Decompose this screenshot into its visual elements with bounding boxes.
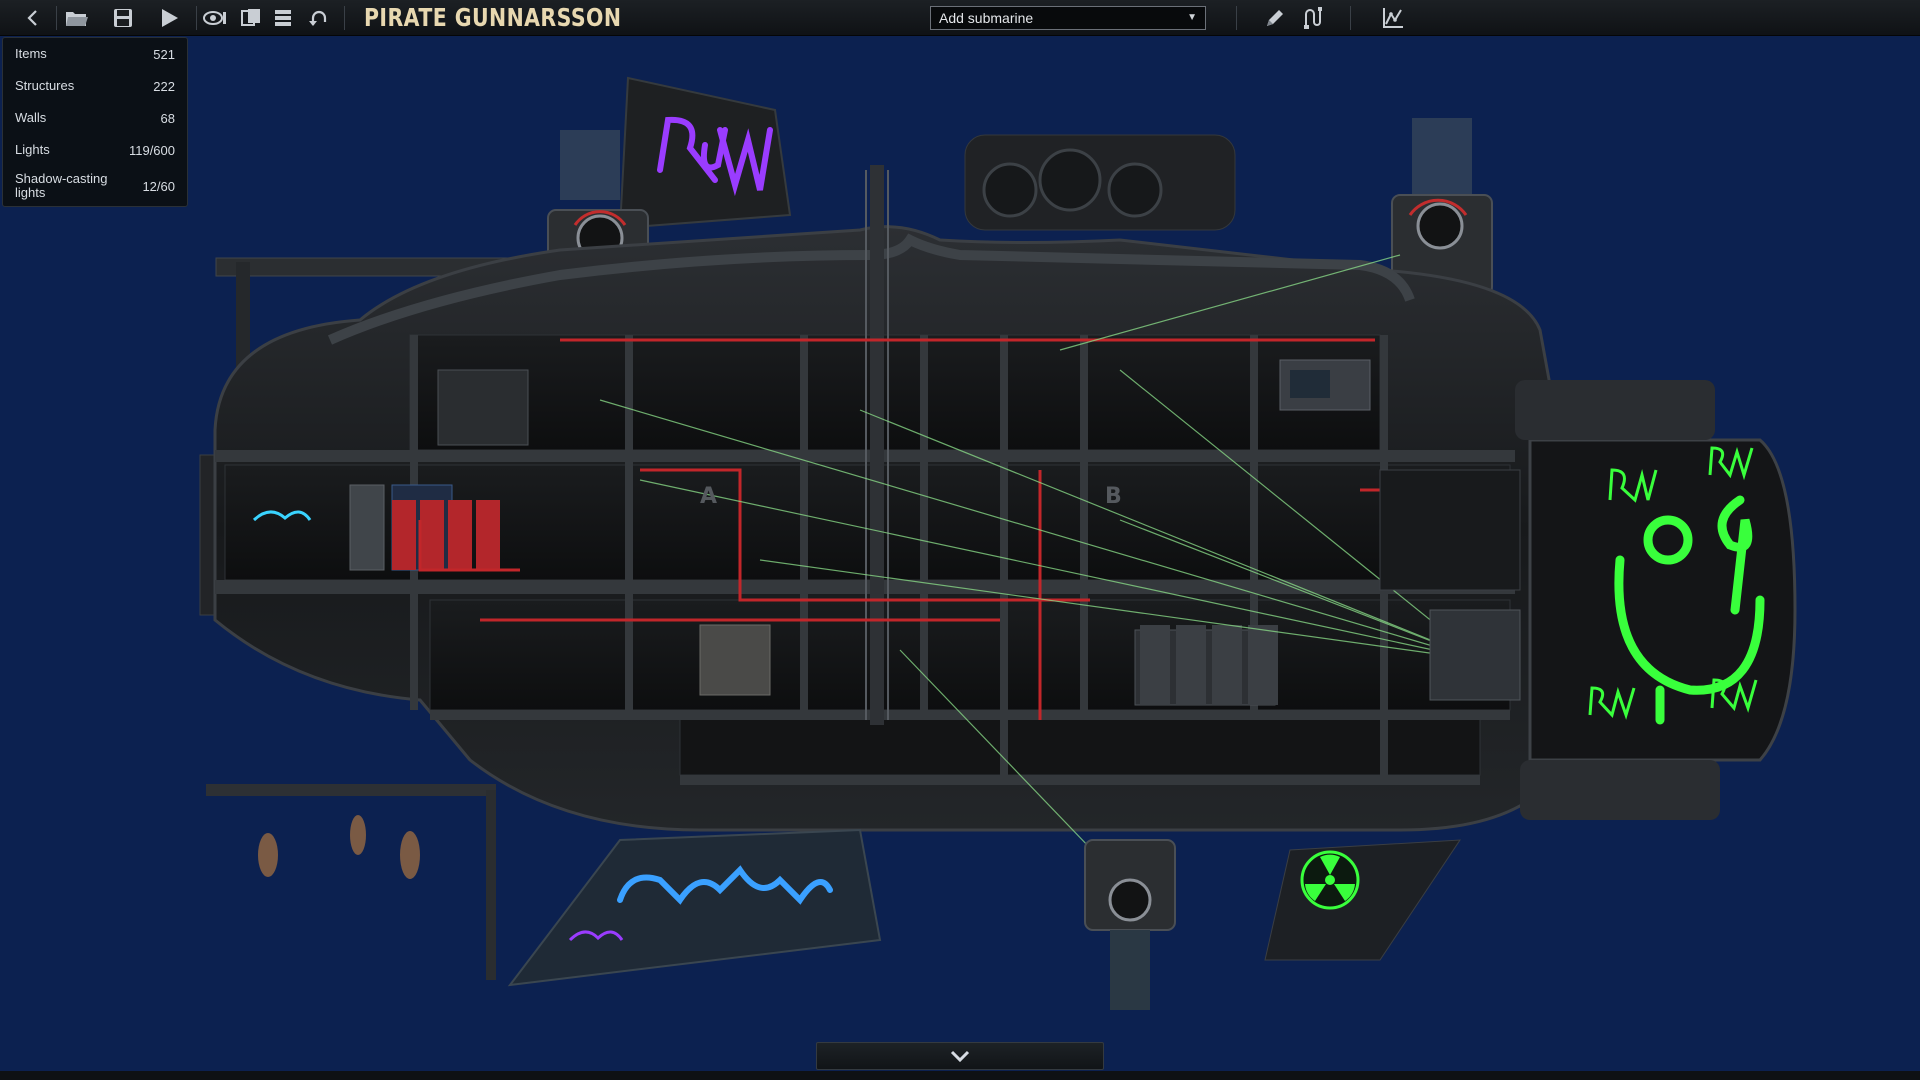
list-icon[interactable] (266, 3, 300, 33)
svg-text:A: A (700, 484, 717, 509)
undo-icon[interactable] (302, 3, 336, 33)
play-icon[interactable] (152, 3, 186, 33)
stat-shadow-casting-lights: Shadow-casting lights 12/60 (3, 166, 189, 206)
stat-structures: Structures 222 (3, 70, 189, 102)
stat-lights: Lights 119/600 (3, 134, 189, 166)
open-folder-icon[interactable] (60, 3, 94, 33)
visibility-icon[interactable] (198, 3, 232, 33)
stat-label: Structures (15, 78, 75, 93)
conning-tower (618, 76, 1236, 231)
cabinets (349, 359, 1371, 706)
graffiti-blue-bottom (617, 865, 833, 905)
interior-decks (215, 165, 1515, 785)
bottom-status-strip (0, 1071, 1920, 1080)
radiation-icon (1300, 850, 1360, 910)
chevron-down-icon (950, 1050, 970, 1063)
stat-value: 222 (153, 78, 175, 94)
stat-label: Items (15, 46, 47, 61)
graffiti-purple-tag (657, 116, 773, 197)
submarine-name: PIRATE GUNNARSSON (364, 3, 622, 32)
lower-thruster (1084, 839, 1176, 1010)
svg-text:B: B (1105, 484, 1122, 509)
graph-icon[interactable] (1376, 3, 1410, 33)
gun-turret-right (1391, 118, 1493, 296)
stat-walls: Walls 68 (3, 102, 189, 134)
stat-items: Items 521 (3, 38, 189, 70)
graffiti-green-tags (1588, 446, 1758, 720)
layers-icon[interactable] (234, 3, 268, 33)
pencil-icon[interactable] (1258, 3, 1292, 33)
submarine-editor-canvas[interactable]: A B (0, 36, 1920, 1036)
lower-fin (507, 828, 1461, 987)
chevron-down-icon: ▼ (1187, 12, 1197, 23)
hull-ridge (327, 233, 1415, 345)
hanging-meat (258, 815, 420, 879)
graffiti-small-tags (252, 510, 624, 942)
stat-label: Walls (15, 110, 47, 125)
green-wiring (599, 254, 1481, 901)
add-submarine-label: Add submarine (939, 10, 1034, 26)
back-icon[interactable] (16, 3, 50, 33)
stat-value: 119/600 (128, 142, 175, 158)
wiring-icon[interactable] (1296, 3, 1330, 33)
stat-value: 12/60 (142, 178, 175, 194)
stat-label: Shadow-casting lights (15, 171, 108, 200)
save-icon[interactable] (106, 3, 140, 33)
top-toolbar: PIRATE GUNNARSSON Add submarine ▼ (0, 0, 1920, 36)
expand-panel-button[interactable] (816, 1042, 1104, 1070)
add-submarine-dropdown[interactable]: Add submarine ▼ (930, 6, 1206, 30)
stat-value: 521 (153, 46, 175, 62)
graffiti-green-face (1614, 495, 1765, 725)
stat-value: 68 (160, 110, 175, 126)
submarine-stats-panel: Items 521 Structures 222 Walls 68 Lights… (2, 37, 188, 207)
stat-label: Lights (15, 142, 50, 157)
